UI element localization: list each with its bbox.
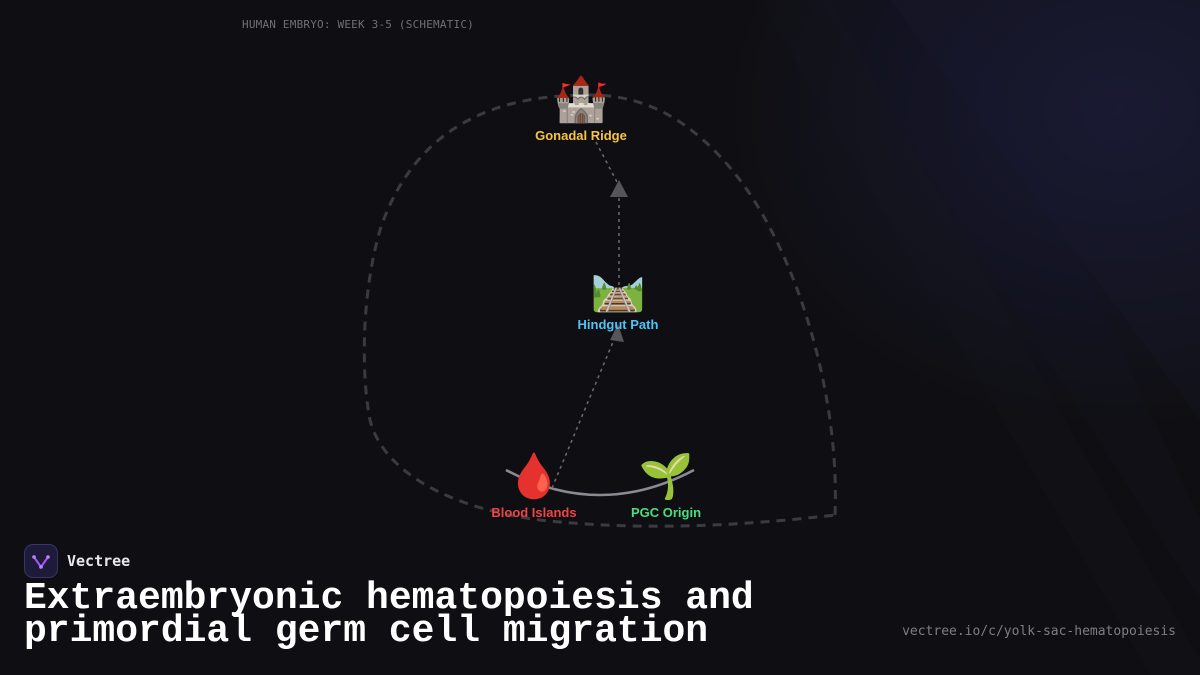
seedling-icon: 🌱: [638, 451, 694, 502]
schematic-label: HUMAN EMBRYO: WEEK 3-5 (SCHEMATIC): [242, 18, 474, 31]
node-pgc-origin: 🌱 PGC Origin: [586, 451, 746, 521]
railway-track-icon: 🛤️: [590, 263, 646, 314]
node-label: PGC Origin: [630, 505, 702, 520]
arrowhead-hindgut: [610, 324, 624, 342]
castle-icon: 🏰: [553, 74, 609, 125]
node-label: Hindgut Path: [577, 317, 659, 332]
brand-name: Vectree: [67, 552, 131, 570]
brand[interactable]: Vectree: [24, 544, 130, 578]
node-label: Blood Islands: [491, 505, 577, 520]
edge-pgc-to-hindgut: [551, 329, 619, 489]
embryo-outline: [362, 93, 837, 528]
page-title: Extraembryonic hematopoiesis and primord…: [24, 577, 754, 653]
vectree-logo-icon: [24, 544, 58, 578]
source-url[interactable]: vectree.io/c/yolk-sac-hematopoiesis: [902, 624, 1176, 639]
yolk-sac-curve: [505, 468, 695, 497]
edge-gonadal-link: [595, 141, 618, 183]
arrowhead-gonadal: [610, 180, 628, 197]
blood-drop-icon: 🩸: [506, 451, 562, 502]
node-hindgut-path: 🛤️ Hindgut Path: [538, 263, 698, 333]
node-blood-islands: 🩸 Blood Islands: [454, 451, 614, 521]
node-label: Gonadal Ridge: [535, 128, 627, 143]
node-gonadal-ridge: 🏰 Gonadal Ridge: [501, 74, 661, 144]
